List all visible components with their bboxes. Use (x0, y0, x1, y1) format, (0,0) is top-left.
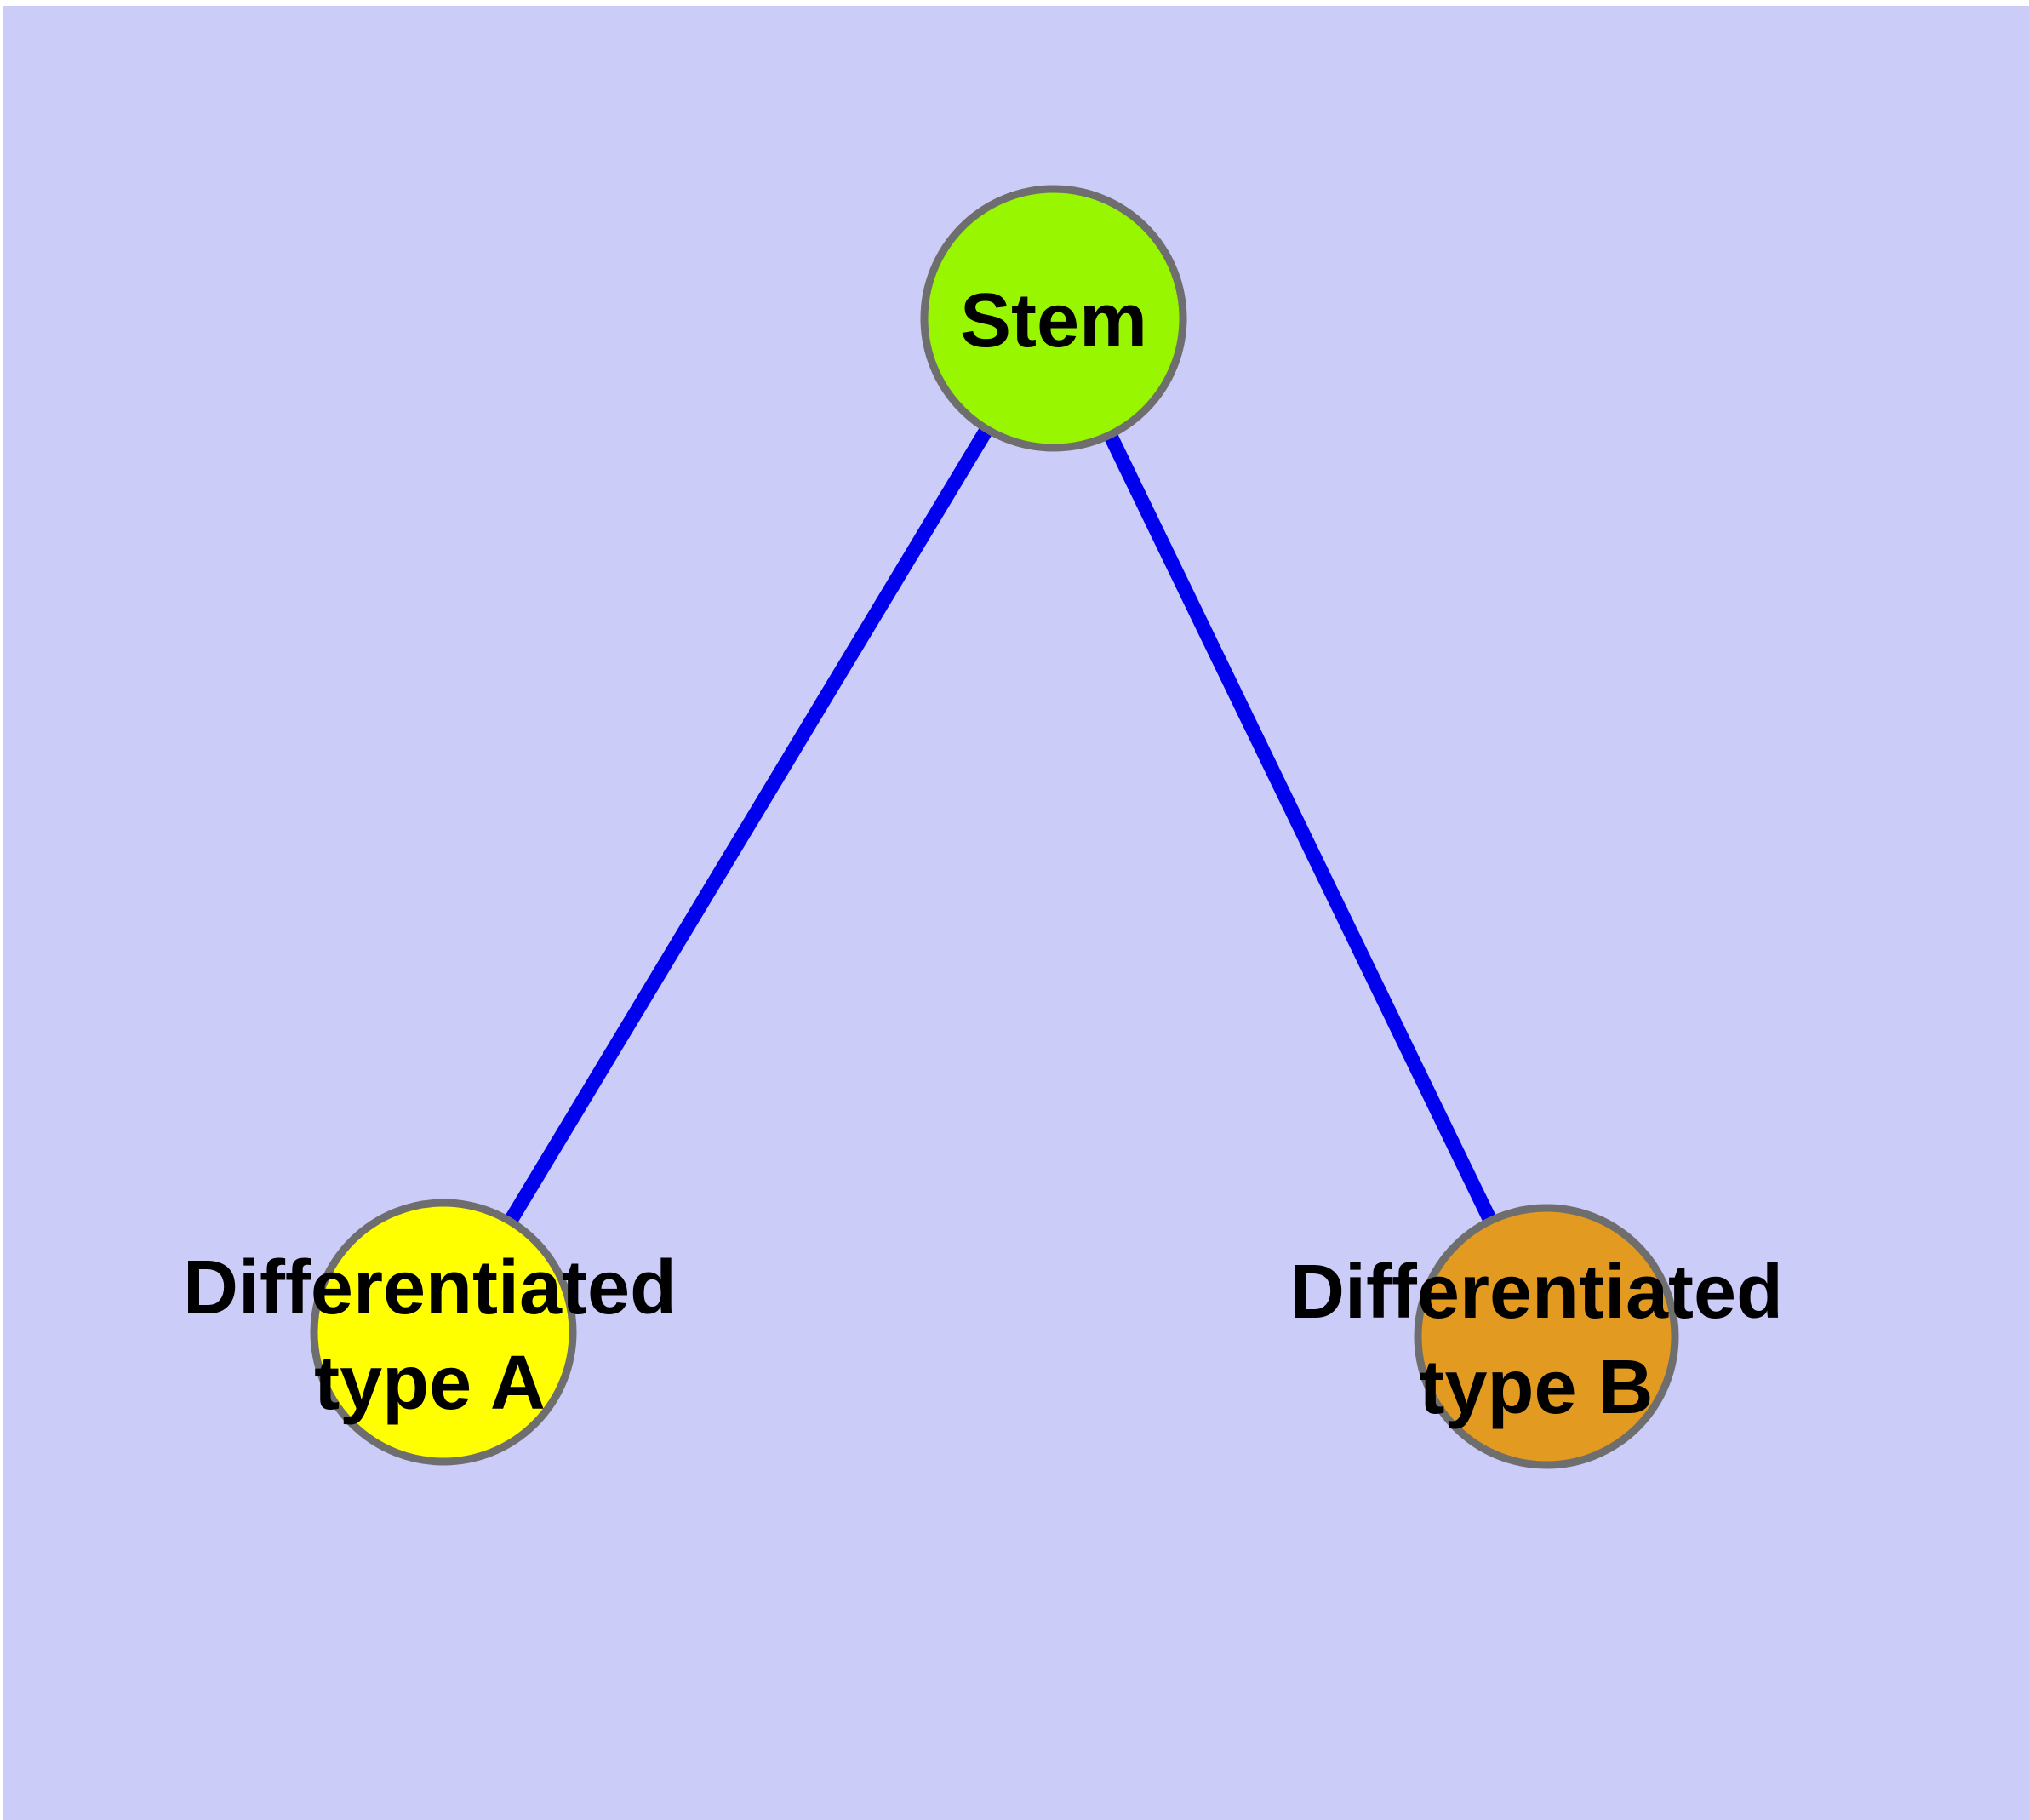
node-stem (920, 185, 1187, 452)
node-differentiated-type-a (310, 1199, 577, 1466)
node-type-b-label-line-1: Differentiated (1289, 1250, 1783, 1335)
node-differentiated-type-b (1414, 1204, 1679, 1469)
node-type-a-label-line-2: type A (314, 1341, 546, 1426)
node-stem-label: Stem (960, 278, 1147, 363)
edge-stem-to-type-a (437, 314, 1060, 1336)
node-type-b-label-line-2: type B (1419, 1345, 1653, 1430)
node-type-a-label-line-1: Differentiated (183, 1245, 677, 1331)
edge-stem-to-type-b (1047, 315, 1553, 1340)
